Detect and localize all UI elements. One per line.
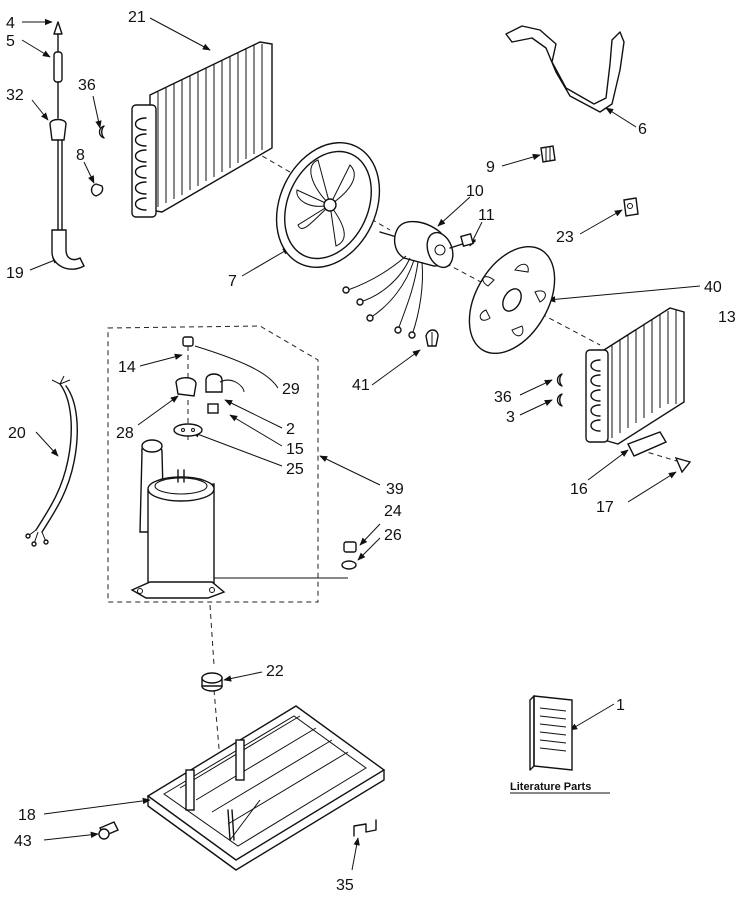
screw-43 xyxy=(98,821,119,840)
callout-9: 9 xyxy=(486,159,495,176)
callout-7: 7 xyxy=(228,273,237,290)
callout-10: 10 xyxy=(466,183,484,200)
callout-32: 32 xyxy=(6,87,24,104)
callout-15: 15 xyxy=(286,441,304,458)
evaporator-coil xyxy=(585,307,685,445)
clip-35 xyxy=(353,819,377,837)
literature-parts-label: Literature Parts xyxy=(510,781,591,793)
rod xyxy=(505,25,625,113)
grommet-22 xyxy=(201,672,223,692)
callout-35: 35 xyxy=(336,877,354,894)
callout-22: 22 xyxy=(266,663,284,680)
callout-36: 36 xyxy=(78,77,96,94)
callout-41: 41 xyxy=(352,377,370,394)
callout-1: 1 xyxy=(616,697,625,714)
capillary-tube-assembly xyxy=(49,21,85,270)
callout-18: 18 xyxy=(18,807,36,824)
callout-11: 11 xyxy=(478,207,495,224)
callout-3: 3 xyxy=(506,409,515,426)
literature-booklet xyxy=(529,695,573,771)
blower-wheel xyxy=(468,245,556,355)
condenser-coil xyxy=(131,41,273,218)
callout-16: 16 xyxy=(570,481,588,498)
clip-8 xyxy=(90,183,104,197)
callout-25: 25 xyxy=(286,461,304,478)
callout-19: 19 xyxy=(6,265,24,282)
bracket-17 xyxy=(674,456,692,474)
fan-wheel xyxy=(275,141,381,269)
callout-8: 8 xyxy=(76,147,85,164)
clip-9 xyxy=(540,145,556,163)
clip-41 xyxy=(425,329,439,347)
wire-harness xyxy=(25,375,78,547)
callout-43: 43 xyxy=(14,833,32,850)
callout-26: 26 xyxy=(384,527,402,544)
callout-labels: 4 5 32 36 8 19 21 7 6 9 10 11 23 40 13 4… xyxy=(6,9,736,894)
clip-36-left xyxy=(98,125,105,139)
callout-20: 20 xyxy=(8,425,26,442)
compressor-assembly xyxy=(107,325,357,603)
callout-28: 28 xyxy=(116,425,134,442)
callout-23: 23 xyxy=(556,229,574,246)
callout-21: 21 xyxy=(128,9,146,26)
callout-24: 24 xyxy=(384,503,402,520)
callout-6: 6 xyxy=(638,121,647,138)
callout-2: 2 xyxy=(286,421,295,438)
base-pan xyxy=(146,705,386,871)
clip-36-right xyxy=(556,373,563,387)
callout-14: 14 xyxy=(118,359,136,376)
callout-13: 13 xyxy=(718,309,736,326)
callout-39: 39 xyxy=(386,481,404,498)
clip-3 xyxy=(556,393,563,407)
fan-motor xyxy=(342,221,476,339)
callout-40: 40 xyxy=(704,279,722,296)
callout-29: 29 xyxy=(282,381,300,398)
callout-17: 17 xyxy=(596,499,614,516)
callout-5: 5 xyxy=(6,33,15,50)
bracket-16 xyxy=(627,431,668,457)
bracket-23 xyxy=(623,197,639,217)
callout-36b: 36 xyxy=(494,389,512,406)
callout-4: 4 xyxy=(6,15,15,32)
leader-lines xyxy=(21,17,701,871)
